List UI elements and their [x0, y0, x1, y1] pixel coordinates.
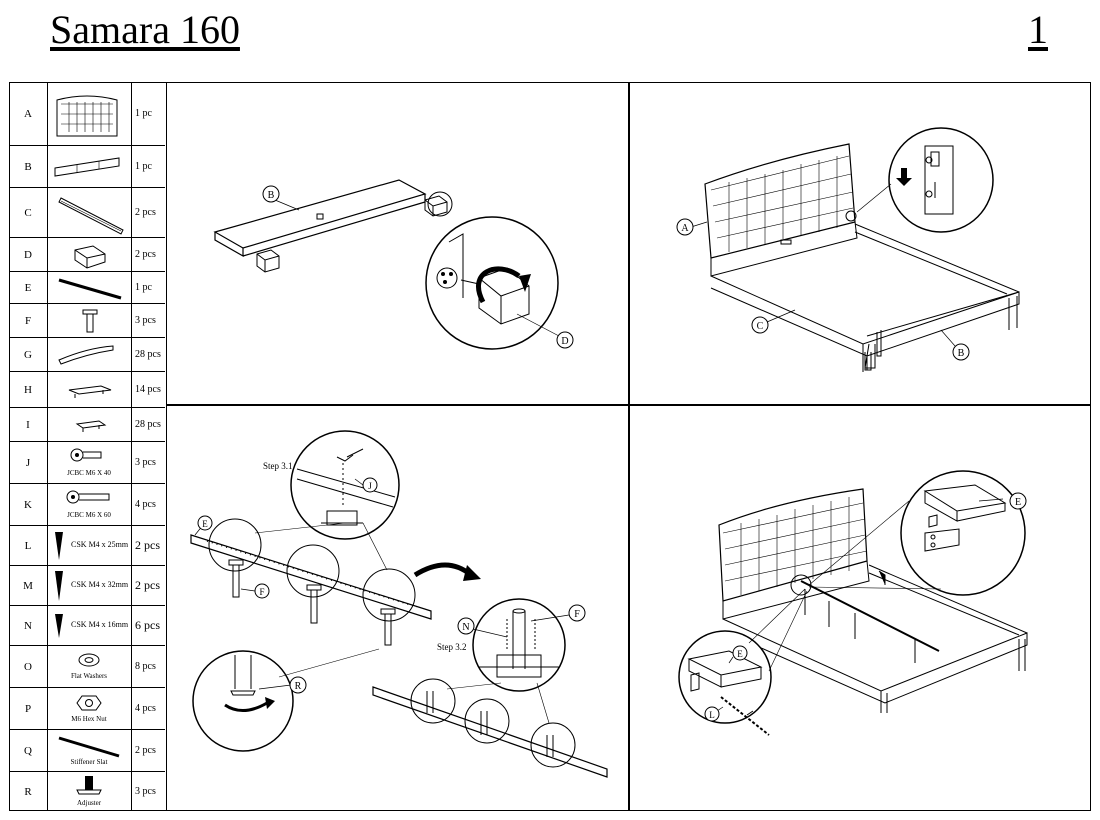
screw-icon	[55, 532, 63, 560]
page-title: Samara 160	[50, 7, 240, 52]
part-row-a: A 1 pc	[9, 82, 165, 146]
step-3-2-label: Step 3.2	[437, 642, 467, 652]
part-row-c: C 2 pcs	[9, 188, 165, 238]
part-row-b: B 1 pc	[9, 146, 165, 188]
part-letter: A	[9, 82, 48, 145]
instruction-frame	[9, 82, 1091, 811]
hex-nut-icon	[76, 695, 102, 711]
part-row-d: D 2 pcs	[9, 238, 165, 272]
panel-divider-horizontal	[167, 404, 1091, 406]
part-row-n: N CSK M4 x 16mm 6 pcs	[9, 606, 165, 646]
bolt-icon	[70, 448, 102, 462]
label-b: B	[268, 190, 275, 201]
page-number: 1	[1028, 7, 1048, 52]
step-3-illustration: E F J R N F	[190, 430, 608, 778]
panel-divider-vertical	[628, 82, 630, 811]
step-2-illustration: A C B	[676, 127, 1020, 372]
part-row-g: G 28 pcs	[9, 338, 165, 372]
slat-icon	[58, 345, 114, 365]
leg-icon	[82, 309, 98, 333]
part-row-m: M CSK M4 x 32mm 2 pcs	[9, 566, 165, 606]
label-d: D	[561, 336, 568, 347]
part-row-e: E 1 pc	[9, 272, 165, 304]
label-r: R	[295, 681, 302, 692]
part-row-l: L CSK M4 x 25mm 2 pcs	[9, 526, 165, 566]
step-1-illustration: B D	[213, 179, 574, 350]
stiffener-slat-icon	[58, 736, 120, 758]
parts-list: A 1 pc B 1 pc C 2 pcs D 2 pcs E 1 pc	[9, 82, 167, 811]
label-b: B	[958, 348, 965, 359]
part-row-k: K JCBC M6 X 60 4 pcs	[9, 484, 165, 526]
part-row-p: P M6 Hex Nut 4 pcs	[9, 688, 165, 730]
step-3-1-label: Step 3.1	[263, 461, 293, 471]
part-row-q: Q Stiffener Slat 2 pcs	[9, 730, 165, 772]
side-rail-icon	[58, 197, 124, 235]
bolt-icon	[66, 490, 110, 504]
label-e: E	[202, 519, 208, 529]
label-e: E	[737, 649, 743, 659]
slat-holder-double-icon	[68, 385, 112, 398]
part-row-i: I 28 pcs	[9, 408, 165, 442]
label-f: F	[574, 609, 580, 620]
screw-icon	[55, 571, 63, 601]
washer-icon	[78, 653, 100, 667]
step-4-illustration: E E L	[678, 470, 1028, 736]
label-n: N	[462, 622, 469, 633]
screw-icon	[55, 614, 63, 638]
headboard-icon	[56, 95, 118, 137]
part-row-f: F 3 pcs	[9, 304, 165, 338]
part-row-o: O Flat Washers 8 pcs	[9, 646, 165, 688]
part-row-h: H 14 pcs	[9, 372, 165, 408]
label-l: L	[709, 710, 715, 720]
label-c: C	[757, 321, 764, 332]
wood-block-icon	[74, 245, 106, 269]
slat-holder-single-icon	[75, 420, 107, 432]
adjuster-icon	[76, 776, 102, 795]
part-row-r: R Adjuster 3 pcs	[9, 772, 165, 811]
center-beam-icon	[58, 278, 122, 300]
footboard-icon	[54, 157, 120, 177]
label-e: E	[1015, 497, 1021, 508]
part-row-j: J JCBC M6 X 40 3 pcs	[9, 442, 165, 484]
label-f: F	[259, 587, 264, 597]
label-a: A	[681, 223, 689, 234]
label-j: J	[368, 481, 372, 491]
